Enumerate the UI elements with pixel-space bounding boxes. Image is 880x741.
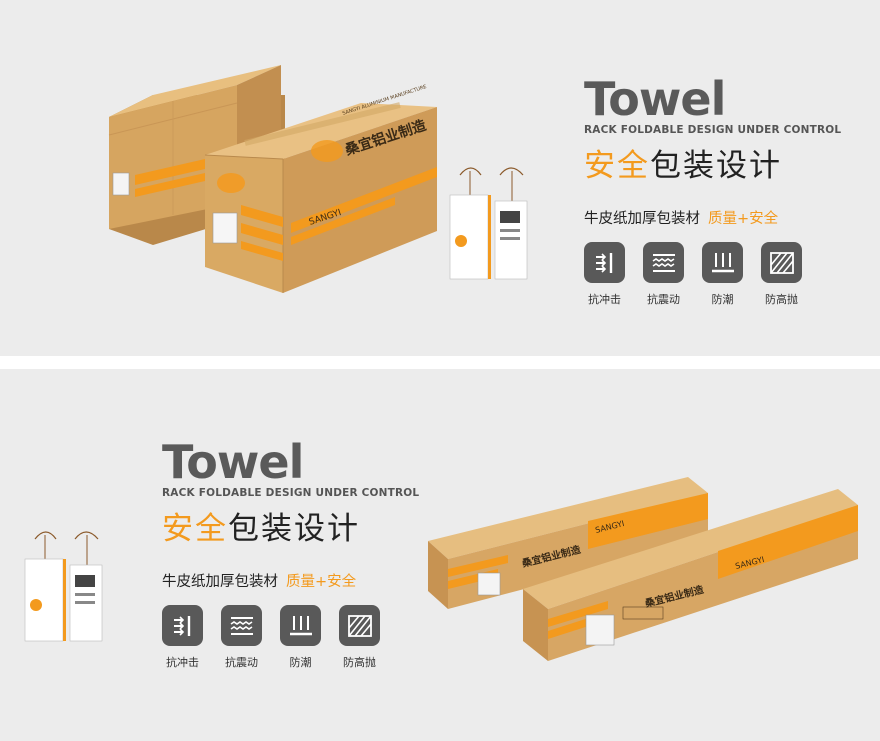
impact-resistance-icon	[162, 605, 203, 646]
bottom-panel: Towel RACK FOLDABLE DESIGN UNDER CONTROL…	[0, 369, 880, 741]
shipping-boxes-illustration: 桑宜铝业制造 SANGYI SANGYI ALUMINIUM MANUFACTU…	[108, 65, 437, 293]
feature-impact: 抗冲击	[162, 605, 203, 670]
headline-accent: 安全	[584, 148, 650, 184]
moisture-label: 防潮	[711, 293, 734, 306]
feature-accent: 质量+安全	[286, 574, 357, 590]
feature-icons: 抗冲击 抗震动 防潮 防高抛	[584, 242, 841, 307]
brand-subtitle: RACK FOLDABLE DESIGN UNDER CONTROL	[584, 124, 842, 136]
headline-rest: 包装设计	[228, 511, 360, 547]
brand-block-top: Towel RACK FOLDABLE DESIGN UNDER CONTROL…	[584, 76, 841, 307]
drop-resistance-icon	[339, 605, 380, 646]
shock-resistance-icon	[643, 242, 684, 283]
drop-resistance-icon	[761, 242, 802, 283]
moisture-label: 防潮	[289, 656, 312, 669]
feature-moisture: 防潮	[702, 242, 743, 307]
headline: 安全包装设计	[584, 140, 841, 185]
long-boxes-scene: 桑宜铝业制造 SANGYI 桑宜铝业制造 SANGYI	[418, 469, 863, 669]
feature-drop: 防高抛	[339, 605, 380, 670]
hang-tags-scene	[20, 529, 125, 649]
moisture-proof-icon	[702, 242, 743, 283]
hang-tags-illustration	[24, 531, 103, 642]
impact-label: 抗冲击	[166, 656, 199, 669]
impact-resistance-icon	[584, 242, 625, 283]
brand-block-bottom: Towel RACK FOLDABLE DESIGN UNDER CONTROL…	[162, 439, 419, 670]
top-panel: 桑宜铝业制造 SANGYI SANGYI ALUMINIUM MANUFACTU…	[0, 0, 880, 356]
feature-shock: 抗震动	[221, 605, 262, 670]
feature-text: 牛皮纸加厚包装材	[162, 574, 278, 590]
feature-icons: 抗冲击 抗震动 防潮 防高抛	[162, 605, 419, 670]
feature-line: 牛皮纸加厚包装材质量+安全	[162, 570, 419, 591]
impact-label: 抗冲击	[588, 293, 621, 306]
feature-shock: 抗震动	[643, 242, 684, 307]
headline: 安全包装设计	[162, 503, 419, 548]
feature-drop: 防高抛	[761, 242, 802, 307]
hang-tags-scene	[445, 165, 550, 285]
feature-line: 牛皮纸加厚包装材质量+安全	[584, 207, 841, 228]
brand-subtitle: RACK FOLDABLE DESIGN UNDER CONTROL	[162, 487, 420, 499]
feature-accent: 质量+安全	[708, 211, 779, 227]
long-boxes-illustration: 桑宜铝业制造 SANGYI 桑宜铝业制造 SANGYI	[428, 477, 858, 661]
feature-impact: 抗冲击	[584, 242, 625, 307]
headline-accent: 安全	[162, 511, 228, 547]
shock-resistance-icon	[221, 605, 262, 646]
feature-text: 牛皮纸加厚包装材	[584, 211, 700, 227]
drop-label: 防高抛	[343, 656, 376, 669]
moisture-proof-icon	[280, 605, 321, 646]
hang-tags-illustration	[449, 167, 528, 280]
shock-label: 抗震动	[647, 293, 680, 306]
brand-title: Towel	[584, 72, 726, 126]
headline-rest: 包装设计	[650, 148, 782, 184]
drop-label: 防高抛	[765, 293, 798, 306]
feature-moisture: 防潮	[280, 605, 321, 670]
shock-label: 抗震动	[225, 656, 258, 669]
brand-title: Towel	[162, 435, 304, 489]
shipping-boxes-scene: 桑宜铝业制造 SANGYI SANGYI ALUMINIUM MANUFACTU…	[95, 55, 445, 295]
